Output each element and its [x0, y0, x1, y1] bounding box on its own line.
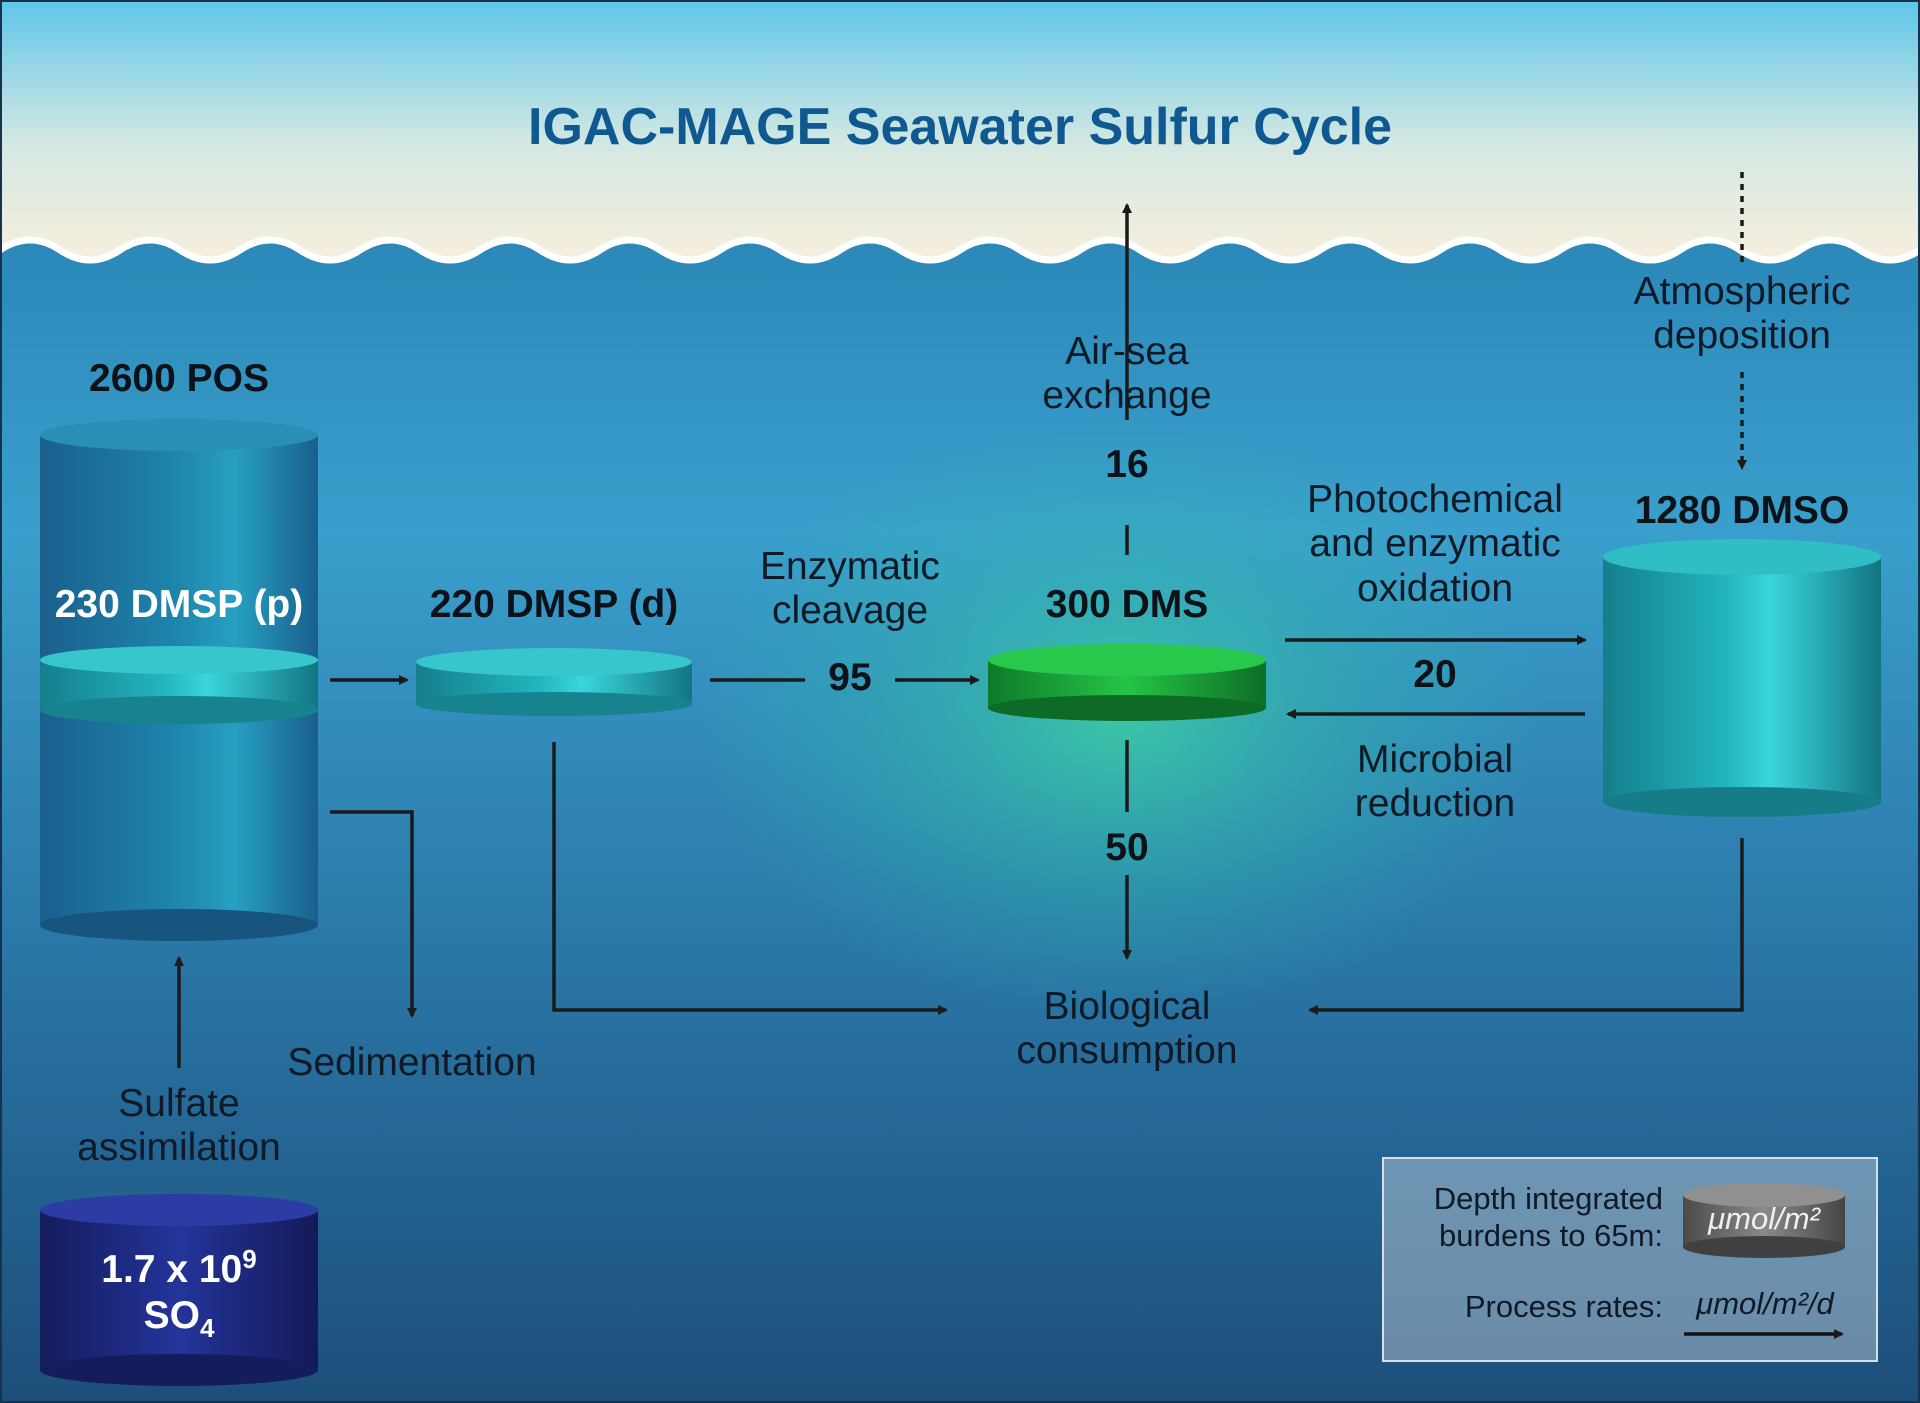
label-pos: 2600 POS — [89, 357, 269, 400]
page-title: IGAC-MAGE Seawater Sulfur Cycle — [528, 98, 1392, 156]
rate-consumption: 50 — [1105, 826, 1149, 869]
dmso-cylinder — [1603, 539, 1881, 817]
dms-disk — [988, 644, 1266, 721]
label-dmsp-d: 220 DMSP (d) — [429, 583, 679, 626]
legend-burden-unit: μmol/m² — [1708, 1201, 1820, 1236]
arrow-dmsp-consumption — [552, 742, 948, 1015]
label-so4: 1.7 x 109 SO4 — [59, 1244, 299, 1343]
wave-line — [0, 236, 1920, 264]
rate-air-sea: 16 — [1105, 443, 1149, 486]
so4-formula: SO — [143, 1294, 200, 1338]
so4-cylinder — [40, 1194, 318, 1386]
legend-rate-unit: μmol/m²/d — [1696, 1286, 1834, 1321]
label-dmsp-p: 230 DMSP (p) — [54, 583, 304, 626]
so4-mantissa: 1.7 x 10 — [101, 1248, 243, 1291]
flux-arrows — [174, 172, 1747, 1068]
rate-oxidation: 20 — [1413, 653, 1457, 696]
arrow-sedimentation — [330, 810, 417, 1018]
dmsp-p-disk — [40, 646, 318, 724]
label-sedimentation: Sedimentation — [287, 1041, 537, 1084]
so4-subscript: 4 — [199, 1312, 215, 1343]
dmsp-d-disk — [416, 648, 692, 716]
legend-rates-label: Process rates: — [1464, 1289, 1663, 1324]
sky-band — [0, 0, 1920, 260]
label-dms: 300 DMS — [1045, 583, 1209, 626]
rate-enzymatic: 95 — [828, 656, 872, 699]
label-dmso: 1280 DMSO — [1634, 489, 1850, 532]
legend-box — [1382, 1157, 1878, 1362]
so4-exponent: 9 — [242, 1244, 257, 1274]
arrow-dmso-consumption — [1308, 838, 1744, 1015]
